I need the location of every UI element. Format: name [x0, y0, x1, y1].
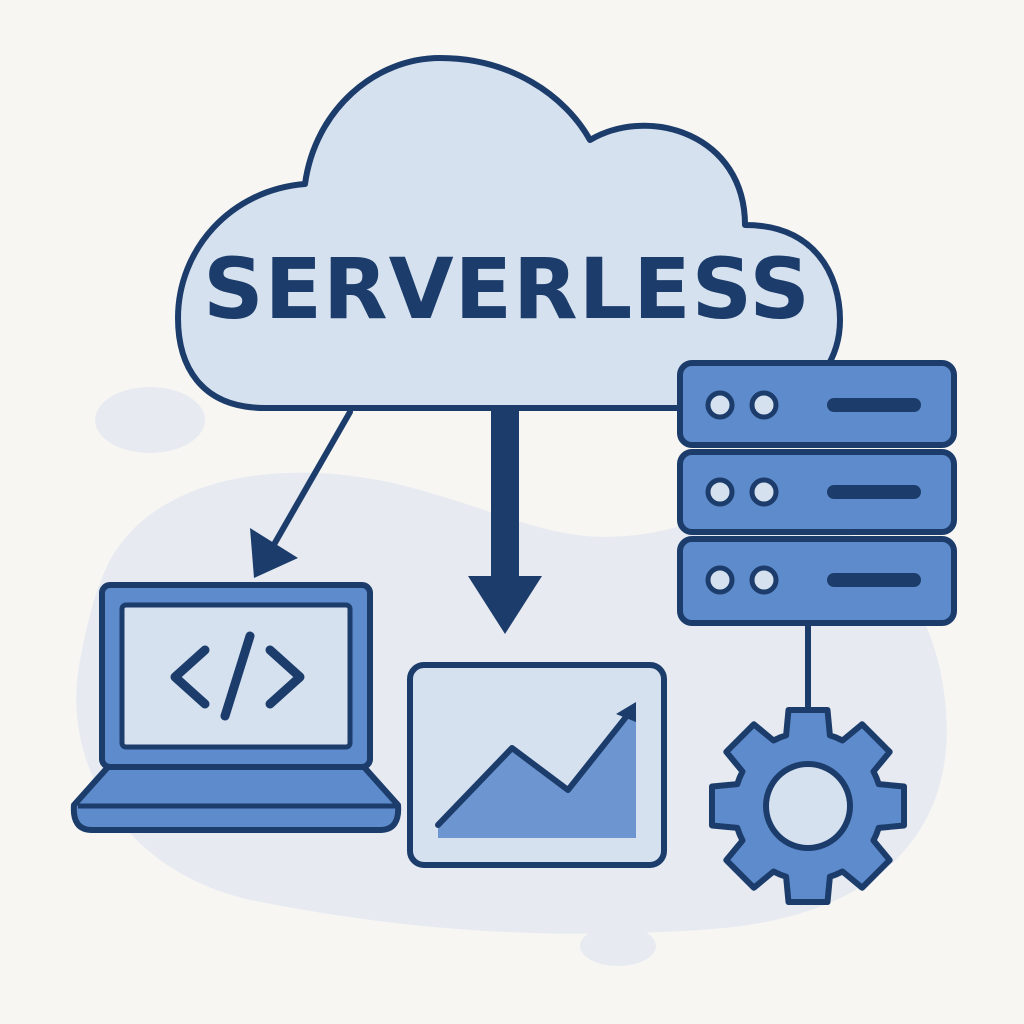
chart-line	[435, 709, 633, 828]
server-unit-3-body	[677, 536, 957, 626]
server-unit-1-light-1	[705, 390, 735, 420]
arrow-to-chart	[468, 410, 542, 634]
cloud-shape	[175, 55, 843, 411]
server-unit-2-light-2	[749, 477, 779, 507]
trend-arrowhead	[616, 702, 636, 722]
server-unit-2	[677, 449, 957, 535]
arrow-to-laptop	[250, 409, 353, 578]
server-rack-icon	[677, 360, 957, 626]
arrowhead-center	[468, 576, 542, 634]
server-unit-1-light-2	[749, 390, 779, 420]
laptop-icon	[70, 582, 402, 833]
arrow-shaft-center	[491, 410, 519, 580]
server-unit-1	[677, 360, 957, 448]
server-unit-2-body	[677, 449, 957, 535]
cloud-title: SERVERLESS	[203, 240, 811, 338]
server-unit-3-light-2	[749, 565, 779, 595]
gear-hole	[763, 761, 853, 851]
server-unit-1-body	[677, 360, 957, 448]
arrows	[250, 409, 542, 634]
laptop-base	[70, 764, 402, 833]
cloud-icon: SERVERLESS	[175, 55, 843, 411]
gear-icon	[709, 707, 907, 905]
area-chart-icon	[407, 662, 667, 868]
code-bracket-left	[170, 645, 210, 709]
server-unit-2-light-1	[705, 477, 735, 507]
trend-up-arrow-icon	[616, 702, 636, 722]
code-bracket-right	[265, 645, 305, 709]
code-icon	[170, 631, 305, 721]
arrowhead-left	[250, 528, 298, 578]
code-slash	[220, 631, 255, 721]
bg-blob-bottom	[580, 926, 656, 966]
bg-blob-small	[95, 387, 205, 453]
server-unit-3	[677, 536, 957, 626]
arrow-shaft-left	[269, 409, 353, 551]
server-unit-3-light-1	[705, 565, 735, 595]
chart-area	[438, 710, 636, 838]
